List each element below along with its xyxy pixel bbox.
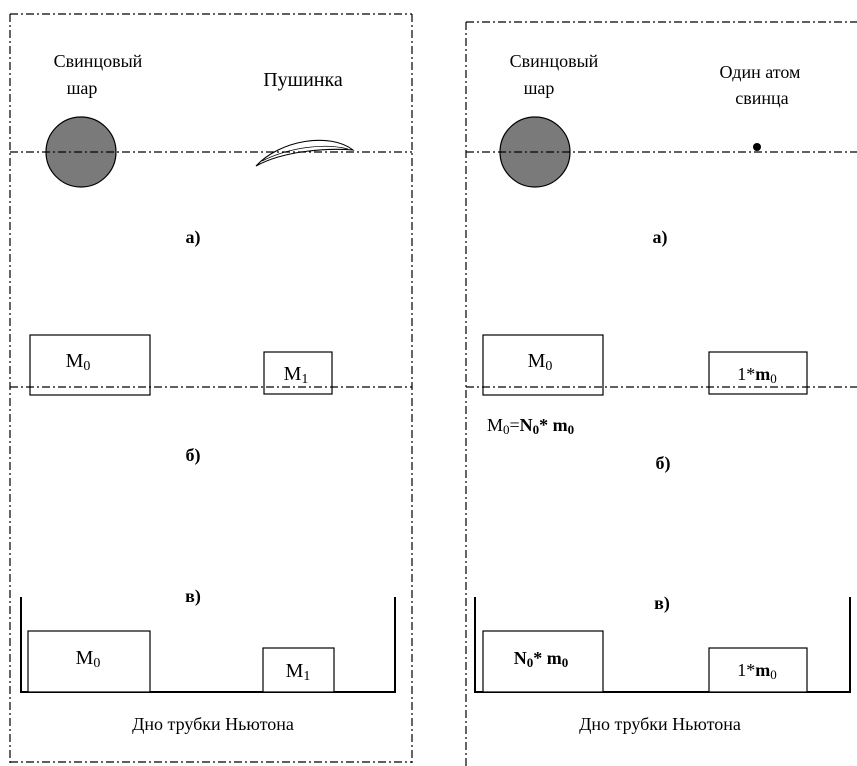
left-ball-label-line1: Свинцовый bbox=[54, 51, 143, 71]
left-box-m0-label: M0 bbox=[66, 350, 91, 374]
lead-atom-icon bbox=[753, 143, 761, 151]
left-label-b: б) bbox=[186, 445, 201, 466]
right-box-bottom-left-label: N0* m0 bbox=[514, 648, 569, 670]
right-label-b: б) bbox=[656, 453, 671, 474]
feather-quill bbox=[261, 145, 349, 162]
right-box-bottom-right bbox=[708, 647, 808, 693]
left-box-m0-bottom-label: M0 bbox=[76, 647, 101, 671]
left-box-m0-bottom bbox=[27, 630, 151, 693]
right-box-m0-label: M0 bbox=[528, 350, 553, 374]
right-atom-label-line1: Один атом bbox=[720, 62, 801, 82]
left-label-v: в) bbox=[185, 586, 201, 607]
left-label-a: а) bbox=[186, 227, 201, 248]
left-box-m1-bottom bbox=[262, 647, 335, 693]
right-box-bottom-left bbox=[482, 630, 604, 693]
right-equation: M0=N0* m0 bbox=[487, 415, 574, 437]
left-feather-label: Пушинка bbox=[263, 69, 343, 91]
right-atom-label-line2: свинца bbox=[735, 88, 788, 108]
left-box-m1-bottom-label: M1 bbox=[286, 660, 311, 684]
right-box-m0 bbox=[482, 334, 604, 396]
left-box-m1-label: M1 bbox=[284, 363, 309, 387]
left-box-m0 bbox=[29, 334, 151, 396]
right-bottom-caption: Дно трубки Ньютона bbox=[579, 714, 741, 734]
right-box-bottom-right-label: 1*m0 bbox=[737, 660, 777, 682]
right-ball-label-line1: Свинцовый bbox=[510, 51, 599, 71]
right-box-atom-label: 1*m0 bbox=[737, 364, 777, 386]
right-panel: Свинцовый шар Один атом свинца а) M0 1*m… bbox=[465, 21, 857, 766]
left-bottom-caption: Дно трубки Ньютона bbox=[132, 714, 294, 734]
left-ball-label-line2: шар bbox=[67, 78, 98, 98]
right-ball-label-line2: шар bbox=[524, 78, 555, 98]
left-tube-bottom bbox=[20, 597, 396, 693]
feather-icon bbox=[255, 139, 355, 167]
left-panel: Свинцовый шар Пушинка а) M0 M1 б) в) M0 … bbox=[9, 13, 413, 764]
right-label-a: а) bbox=[653, 227, 668, 248]
right-tube-bottom bbox=[474, 597, 851, 693]
right-label-v: в) bbox=[654, 593, 670, 614]
